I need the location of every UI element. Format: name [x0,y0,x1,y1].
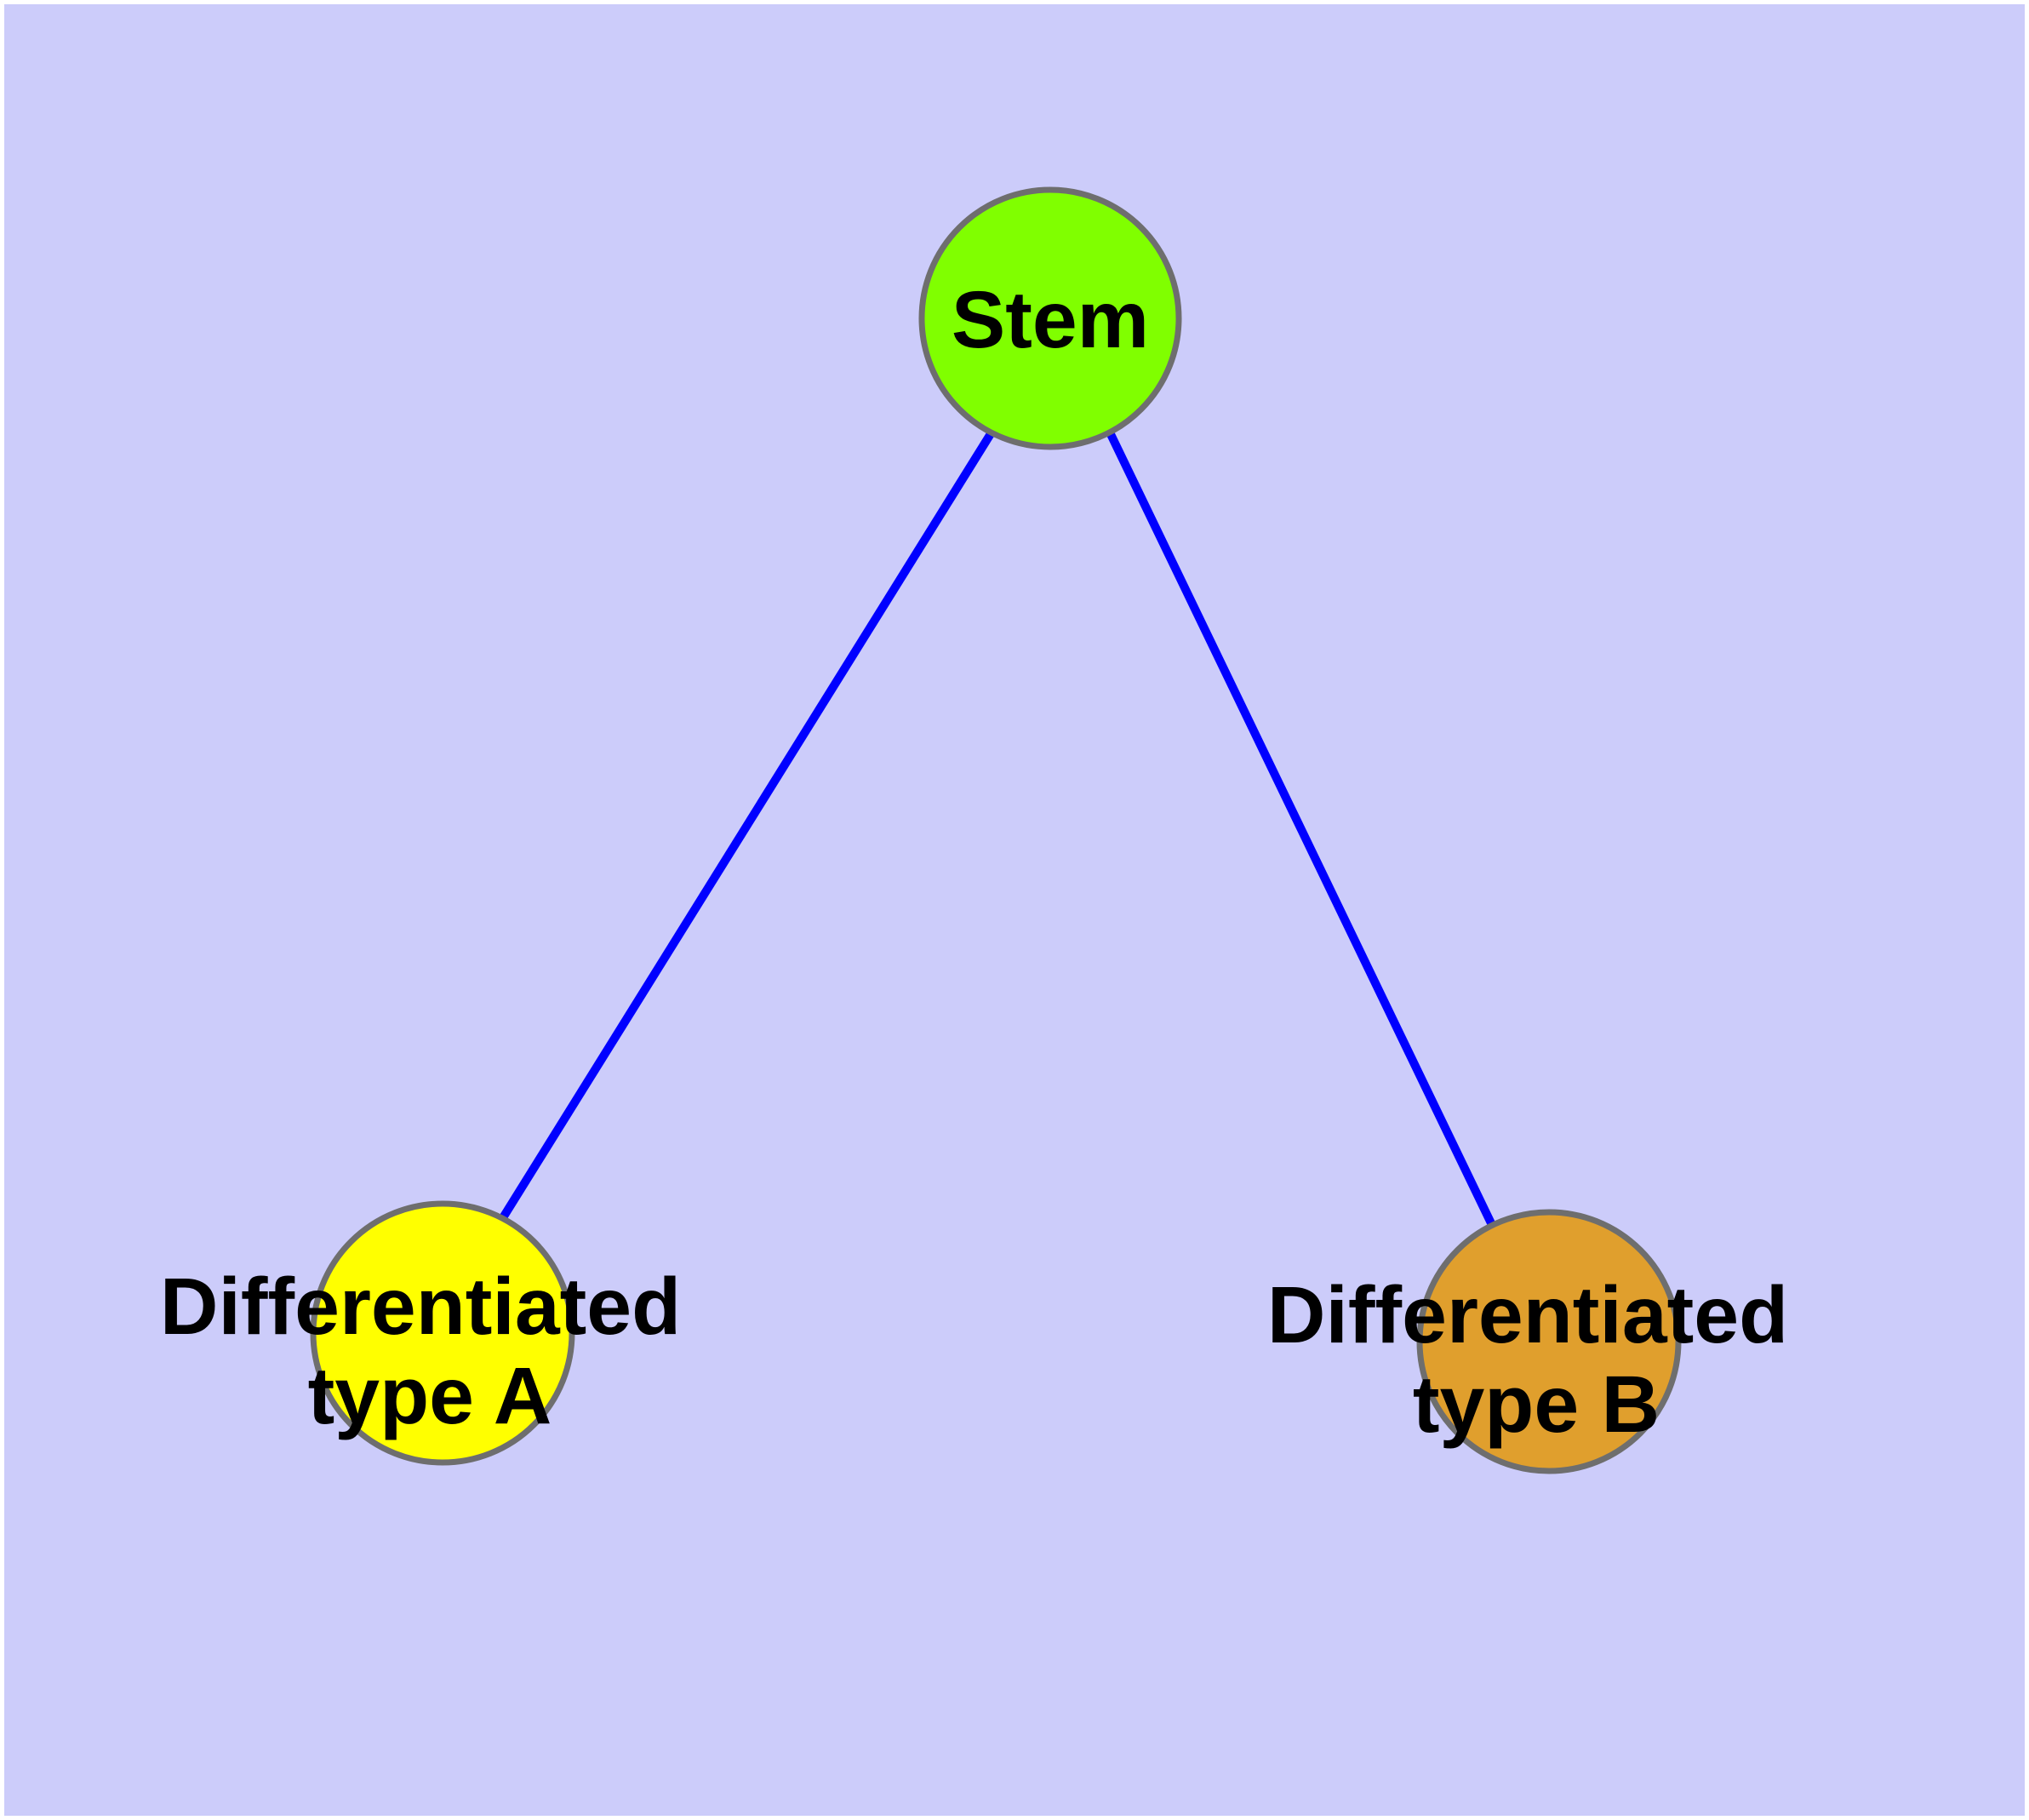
node-differentiated-type-a-label-line2: type A [308,1351,552,1441]
node-differentiated-type-a-circle[interactable] [310,1200,575,1466]
node-differentiated-type-a[interactable]: Differentiated type A [160,1200,681,1466]
node-differentiated-type-a-label-line1: Differentiated [160,1262,681,1352]
node-differentiated-type-b-label-line1: Differentiated [1267,1270,1788,1360]
edge-layer [498,430,1496,1228]
edge-stem-to-differentiated-type-b[interactable] [1106,430,1496,1228]
edge-stem-to-differentiated-type-a[interactable] [498,430,996,1222]
node-stem-circle[interactable] [918,186,1182,450]
node-stem[interactable]: Stem [918,186,1182,450]
node-layer: Stem Differentiated type A Differentiate… [160,186,1788,1474]
graph-svg: Stem Differentiated type A Differentiate… [160,186,1788,1474]
node-differentiated-type-b-circle[interactable] [1416,1209,1682,1474]
node-differentiated-type-b-label-line2: type B [1413,1359,1660,1450]
diagram-canvas: Stem Differentiated type A Differentiate… [4,4,2025,1816]
node-differentiated-type-b[interactable]: Differentiated type B [1267,1209,1788,1474]
node-stem-label: Stem [952,275,1149,365]
